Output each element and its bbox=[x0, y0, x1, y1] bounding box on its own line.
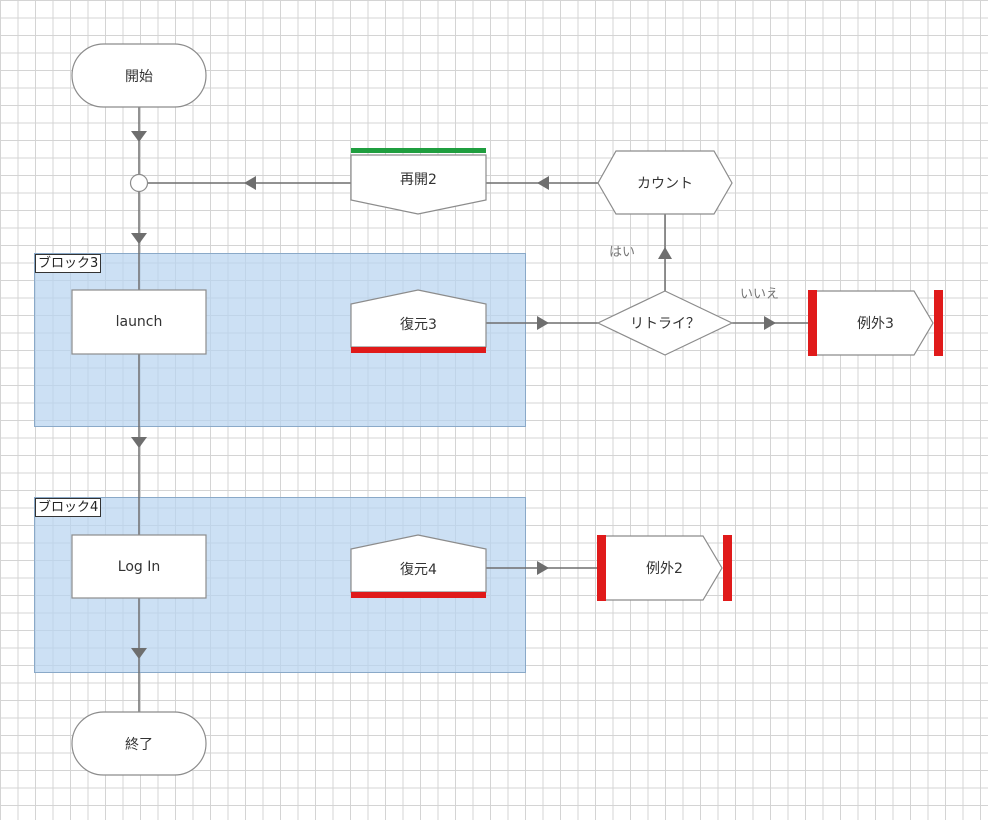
exception2-left-bar bbox=[597, 535, 606, 601]
arrowhead-retry-right bbox=[764, 316, 776, 330]
exception3-right-bar bbox=[934, 290, 943, 356]
resume2-bar bbox=[351, 148, 486, 153]
arrowhead-launch-down bbox=[131, 437, 147, 448]
retry-decision-shape bbox=[596, 290, 734, 356]
branch-no-label: いいえ bbox=[740, 287, 780, 302]
start-terminator bbox=[71, 43, 207, 108]
merge-point bbox=[129, 173, 149, 193]
restore3-bar bbox=[351, 347, 486, 353]
exception2-label[interactable]: 例外2 bbox=[646, 561, 683, 577]
block-4-label: ブロック4 bbox=[35, 498, 102, 517]
exception3-left-bar bbox=[808, 290, 817, 356]
restore3-label[interactable]: 復元3 bbox=[400, 316, 437, 333]
resume2-label[interactable]: 再開2 bbox=[400, 172, 437, 188]
arrowhead-restore4-right bbox=[537, 561, 549, 575]
resume2-shape bbox=[350, 154, 487, 215]
restore4-label[interactable]: 復元4 bbox=[400, 561, 437, 578]
count-label[interactable]: カウント bbox=[637, 175, 693, 192]
retry-label[interactable]: リトライ？ bbox=[630, 316, 700, 332]
launch-label[interactable]: launch bbox=[115, 314, 163, 330]
end-label[interactable]: 終了 bbox=[125, 736, 153, 753]
arrowhead-retry-up bbox=[658, 247, 672, 259]
count-shape bbox=[597, 150, 733, 215]
launch-shape bbox=[71, 289, 207, 355]
branch-yes-label: はい bbox=[609, 245, 636, 260]
login-shape bbox=[71, 534, 207, 599]
restore4-bar bbox=[351, 592, 486, 598]
arrowhead-start-down bbox=[131, 131, 147, 142]
arrowhead-resume2-left bbox=[244, 176, 256, 190]
arrowhead-count-left bbox=[537, 176, 549, 190]
end-terminator bbox=[71, 711, 207, 776]
exception2-right-bar bbox=[723, 535, 732, 601]
exception3-label[interactable]: 例外3 bbox=[857, 316, 894, 332]
login-label[interactable]: Log In bbox=[117, 558, 161, 575]
block-3-label: ブロック3 bbox=[35, 254, 102, 273]
start-label[interactable]: 開始 bbox=[125, 68, 153, 85]
arrowhead-login-down bbox=[131, 648, 147, 659]
arrowhead-restore3-right bbox=[537, 316, 549, 330]
arrowhead-merge-down bbox=[131, 233, 147, 244]
